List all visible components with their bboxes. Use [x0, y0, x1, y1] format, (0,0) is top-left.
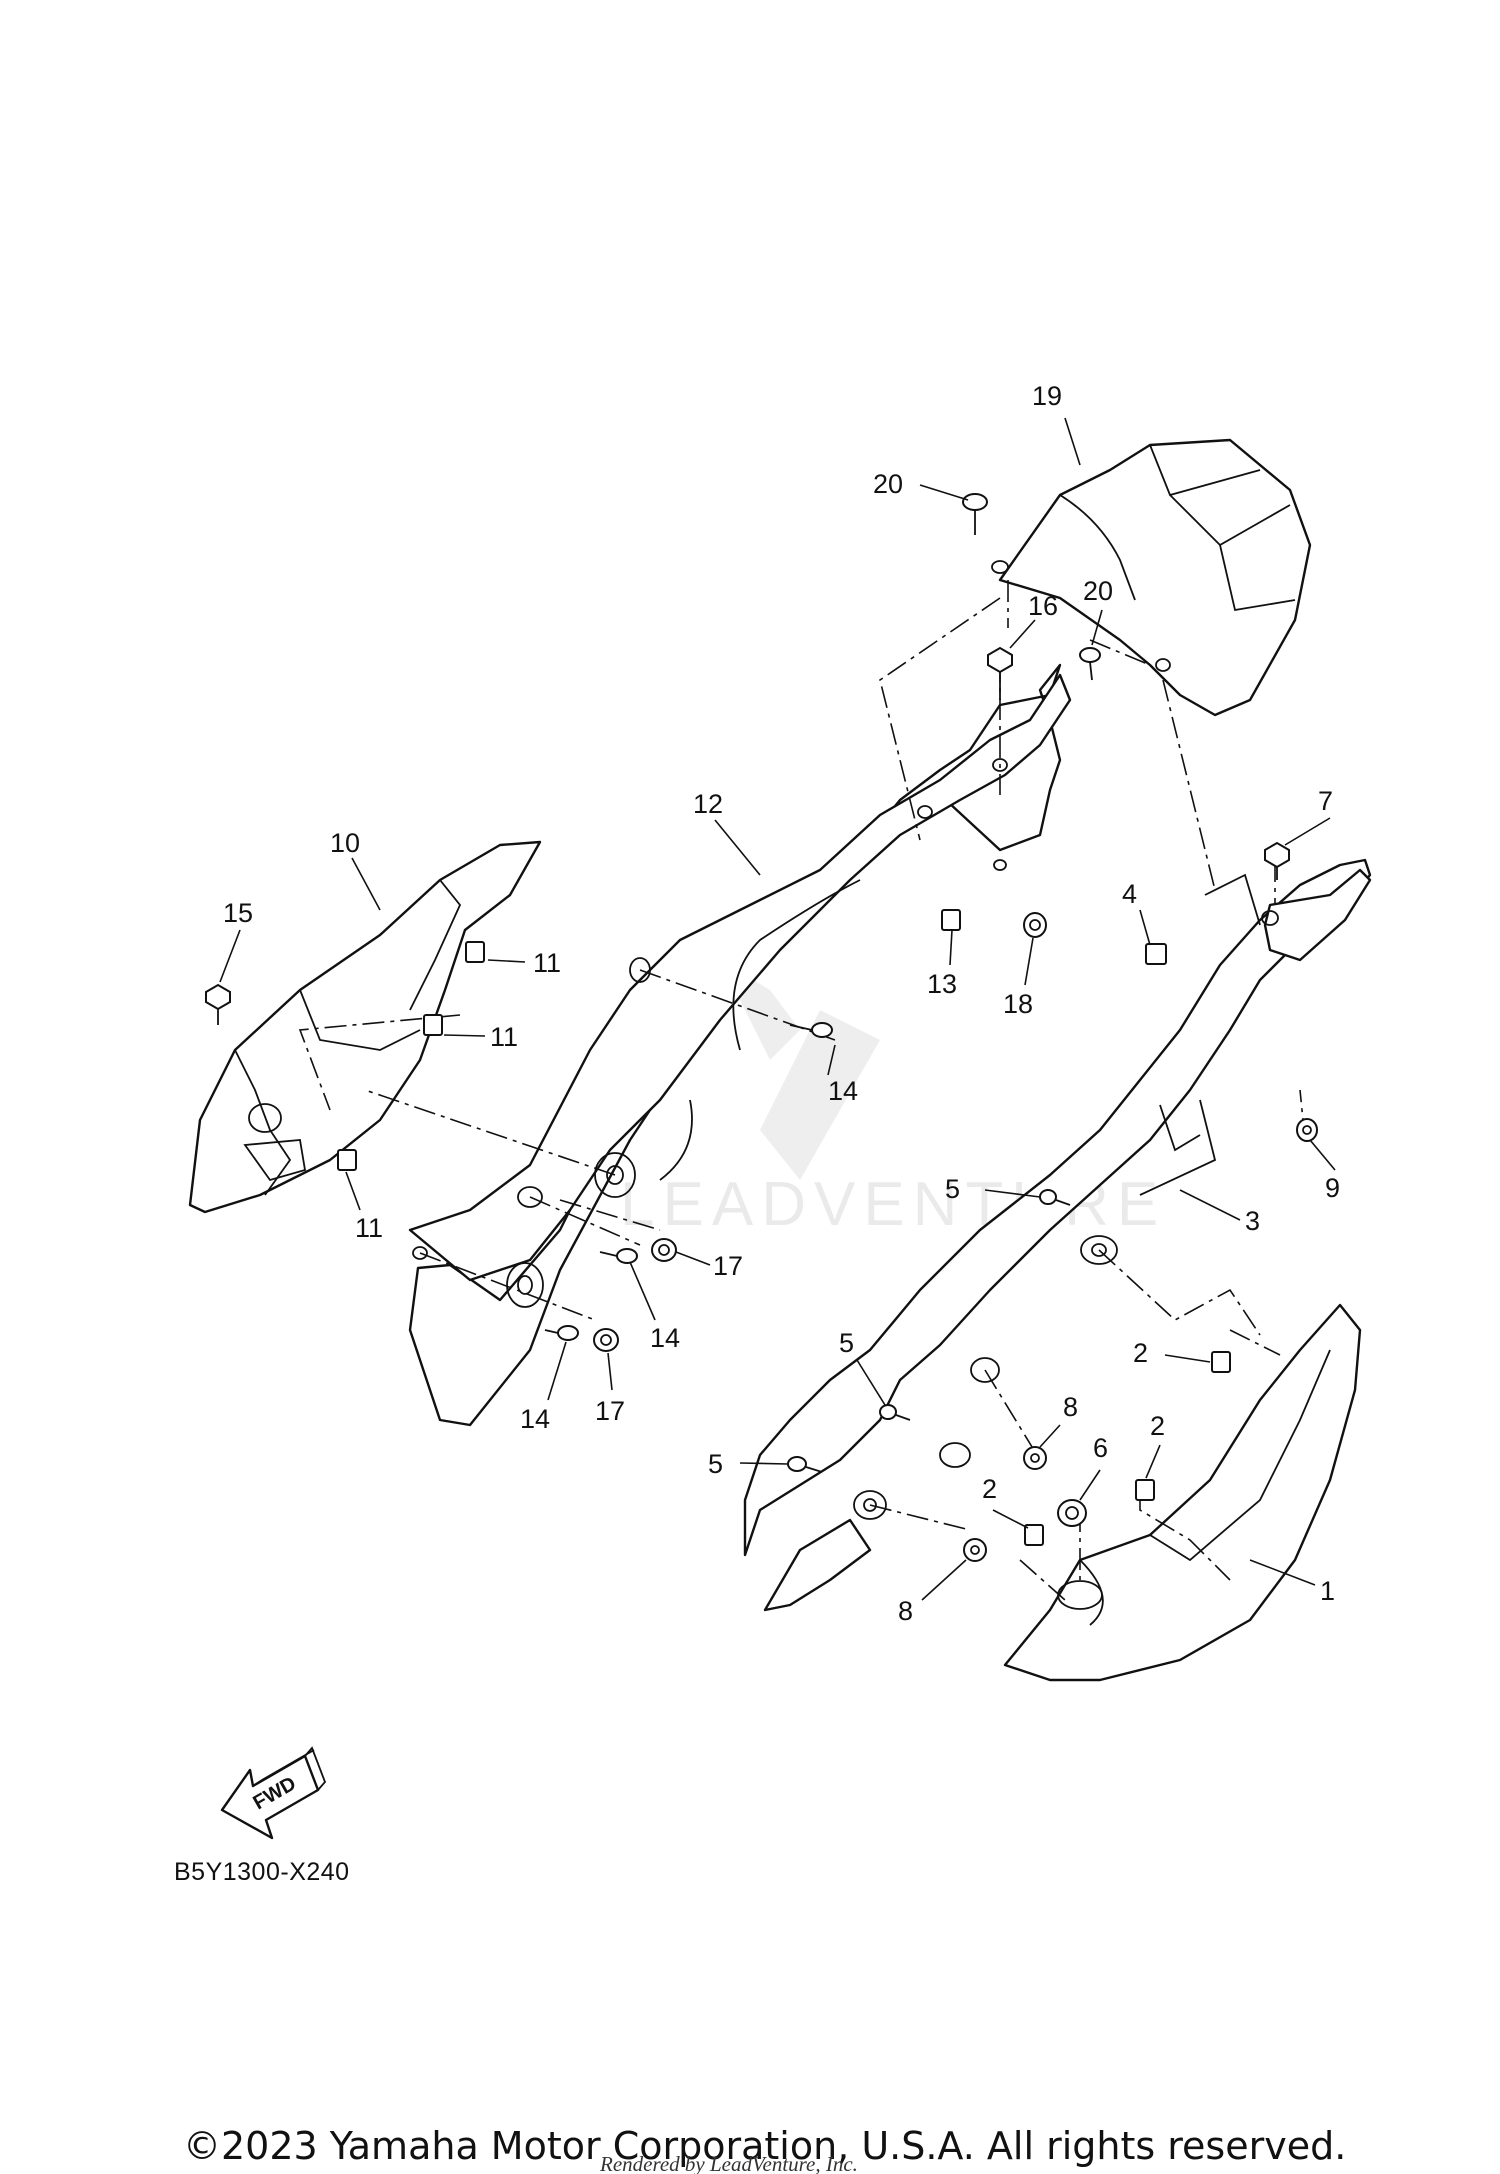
nut-clip-11-middle — [423, 1014, 443, 1036]
nut-clip-2-lower — [1024, 1524, 1044, 1546]
part-3-side-bracket — [743, 858, 1372, 1557]
grommet-9 — [1296, 1118, 1318, 1142]
screw-14-right — [789, 1022, 833, 1038]
callout-8-upper: 8 — [1063, 1392, 1078, 1422]
callout-14-lower: 14 — [520, 1404, 550, 1434]
collar-6 — [1057, 1499, 1087, 1527]
screw-5-middle — [879, 1404, 911, 1421]
diagram-code: B5Y1300-X240 — [174, 1858, 350, 1886]
grommet-8-lower — [963, 1538, 987, 1562]
callout-5-middle: 5 — [839, 1328, 854, 1358]
callout-14-right: 14 — [828, 1076, 858, 1106]
screw-5-lower — [787, 1456, 823, 1473]
screw-14-lower — [544, 1325, 579, 1341]
nut-clip-13 — [941, 909, 961, 931]
bolt-7 — [1264, 841, 1290, 880]
callout-1: 1 — [1320, 1576, 1335, 1606]
callout-5-lower: 5 — [708, 1449, 723, 1479]
callout-5-right: 5 — [945, 1174, 960, 1204]
grommet-17-upper — [651, 1238, 677, 1262]
callout-2-upper: 2 — [1133, 1338, 1148, 1368]
callout-18: 18 — [1003, 989, 1033, 1019]
callout-6: 6 — [1093, 1433, 1108, 1463]
nut-clip-2-upper — [1211, 1351, 1231, 1373]
callout-11-lower: 11 — [355, 1213, 383, 1243]
callout-labels: 19 20 16 20 12 10 15 11 11 11 7 4 13 18 … — [223, 381, 1340, 1626]
callout-2-middle: 2 — [1150, 1411, 1165, 1441]
screw-20-mid — [1079, 647, 1101, 681]
callout-17-lower: 17 — [595, 1396, 625, 1426]
copyright-notice: ©2023 Yamaha Motor Corporation, U.S.A. A… — [183, 2124, 1347, 2168]
grommet-17-lower — [593, 1328, 619, 1352]
grommet-18 — [1023, 912, 1047, 938]
callout-13: 13 — [927, 969, 957, 999]
callout-8-lower: 8 — [898, 1596, 913, 1626]
bolt-16 — [987, 646, 1013, 700]
nut-clip-11-lower — [337, 1149, 357, 1171]
bolt-15 — [205, 983, 231, 1025]
callout-3: 3 — [1245, 1206, 1260, 1236]
callout-11-upper: 11 — [533, 948, 561, 978]
fwd-arrow-icon: FWD — [220, 1746, 327, 1840]
callout-16: 16 — [1028, 591, 1058, 621]
nut-clip-11-upper — [465, 941, 485, 963]
part-3-front-end — [763, 1518, 872, 1612]
callout-7: 7 — [1318, 786, 1333, 816]
part-10-left-side-cover — [188, 840, 542, 1214]
part-19-rear-cover — [991, 438, 1312, 717]
callout-2-lower: 2 — [982, 1474, 997, 1504]
callout-4: 4 — [1122, 879, 1137, 909]
callout-9: 9 — [1325, 1173, 1340, 1203]
callout-19: 19 — [1032, 381, 1062, 411]
callout-11-middle: 11 — [490, 1022, 518, 1052]
callout-12: 12 — [693, 789, 723, 819]
leader-lines — [219, 417, 1336, 1601]
rendered-by-notice: Rendered by LeadVenture, Inc. — [600, 2152, 858, 2174]
screw-5-right — [1039, 1189, 1071, 1206]
callout-17-upper: 17 — [713, 1251, 743, 1281]
callout-10: 10 — [330, 828, 360, 858]
part-12-frame-cover — [408, 663, 1072, 1427]
screw-20-top — [962, 493, 988, 535]
screw-14-middle — [599, 1248, 638, 1264]
callout-20-top: 20 — [873, 469, 903, 499]
grommet-8-upper — [1023, 1446, 1047, 1470]
nut-clip-4 — [1145, 943, 1167, 965]
callout-15: 15 — [223, 898, 253, 928]
callout-14-middle: 14 — [650, 1323, 680, 1353]
hardware — [205, 493, 1318, 1562]
part-1-right-side-cover — [1003, 1303, 1362, 1682]
callout-20-mid: 20 — [1083, 576, 1113, 606]
nut-clip-2-middle — [1135, 1479, 1155, 1501]
